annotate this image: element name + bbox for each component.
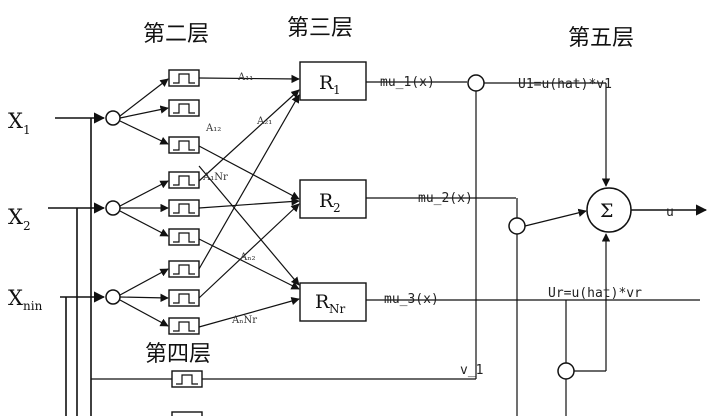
input-x1: X 1 <box>8 109 31 137</box>
u2-to-sum <box>524 208 587 227</box>
weight-a1nr: A₁Nr <box>202 172 228 183</box>
layer2-title: 第二层 <box>143 22 209 47</box>
svg-text:R: R <box>319 72 334 94</box>
membership-boxes <box>168 69 200 335</box>
fanout-lines <box>119 78 169 327</box>
v1-label: v_1 <box>460 363 483 378</box>
weight-a21: A₂₁ <box>256 116 272 127</box>
layer4-title: 第四层 <box>145 342 211 367</box>
mf-box <box>168 199 200 217</box>
weight-a11: A₁₁ <box>237 72 253 83</box>
weight-annr: AₙNr <box>231 315 257 326</box>
input-node-3 <box>105 289 121 305</box>
product-node-r <box>557 362 575 380</box>
mf-box <box>168 289 200 307</box>
input-x2-label: X <box>8 205 23 229</box>
layer3-title: 第三层 <box>287 16 353 41</box>
sum-symbol: Σ <box>600 200 613 222</box>
input-xnin: X nin <box>8 286 43 313</box>
input-x1-sub: 1 <box>23 123 31 137</box>
svg-text:R: R <box>315 291 330 313</box>
rule-r2: R 2 <box>299 179 367 219</box>
output-label: u <box>666 205 674 220</box>
mu1-label: mu_1(x) <box>380 75 435 90</box>
weight-an2: Aₙ₂ <box>239 252 256 263</box>
svg-text:1: 1 <box>333 83 341 97</box>
mf-box <box>168 136 200 154</box>
product-node-1 <box>467 74 485 92</box>
mu3-label: mu_3(x) <box>384 292 439 307</box>
mf-box <box>168 228 200 246</box>
rule-rnr: R Nr <box>299 282 367 322</box>
product-node-2 <box>508 217 526 235</box>
mf-box <box>168 69 200 87</box>
input-node-2 <box>105 200 121 216</box>
input-xnin-label: X <box>8 286 23 310</box>
mf-box <box>168 99 200 117</box>
input-node-1 <box>105 110 121 126</box>
mf-box <box>168 260 200 278</box>
svg-text:R: R <box>319 190 334 212</box>
input-x1-label: X <box>8 109 23 133</box>
layer4-mf-box <box>171 370 203 388</box>
layer5-title: 第五层 <box>568 26 634 51</box>
ur-label: Ur=u(hat)*vr <box>548 286 642 301</box>
mf-box <box>168 317 200 335</box>
input-xnin-sub: nin <box>23 299 43 313</box>
mu2-label: mu_2(x) <box>418 191 473 206</box>
svg-text:Nr: Nr <box>329 302 346 316</box>
mf-box <box>168 171 200 189</box>
weight-a12: A₁₂ <box>205 123 221 134</box>
svg-text:2: 2 <box>333 201 341 215</box>
rule-r1: R 1 <box>299 61 367 101</box>
rule-connections <box>198 74 300 328</box>
layer4-mf-box-partial <box>171 411 203 416</box>
input-x2: X 2 <box>8 205 31 233</box>
input-x2-sub: 2 <box>23 219 31 233</box>
u1-label: U1=u(hat)*v1 <box>518 77 612 92</box>
